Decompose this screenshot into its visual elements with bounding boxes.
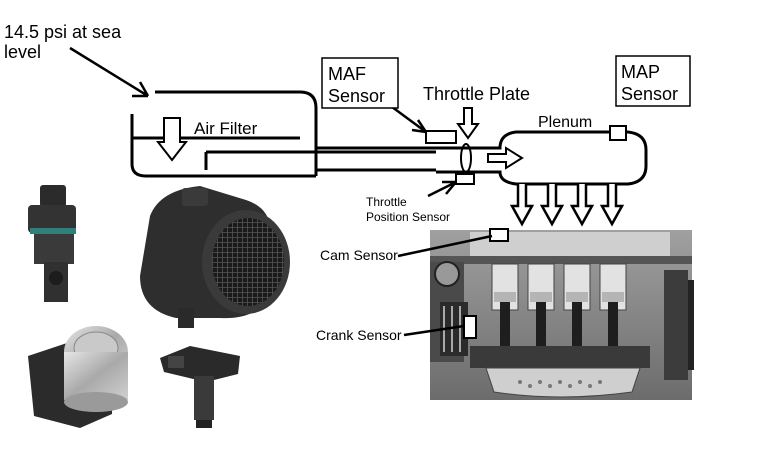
atmosphere-label-line2: level [4,42,41,62]
cam-sensor-label: Cam Sensor [320,247,398,263]
intake-diagram [130,90,648,186]
crank-sensor-box [463,315,477,339]
throttle-plate-label: Throttle Plate [423,84,530,104]
down-arrow-icon [155,117,189,162]
map-label-line1: MAP [621,62,660,82]
air-filter-label: Air Filter [194,119,258,138]
inflow-arrow-icon [69,46,150,98]
cam-sensor-box [489,228,509,242]
down-arrow-icon [509,184,625,227]
maf-label-line1: MAF [328,64,366,84]
plenum-label: Plenum [538,114,592,131]
maf-sensor-photo [28,326,128,428]
crank-pointer [403,324,465,337]
map-label-frame [615,55,691,107]
throttle-plate [460,143,472,173]
engine-cutaway-illustration [430,230,694,400]
maf-sensor-photo [28,185,76,302]
tps-box [455,173,475,185]
down-arrow-icon [487,146,524,170]
down-arrow-icon [456,107,480,140]
maf-sensor-photo [140,186,290,328]
map-sensor-box [609,125,627,141]
maf-label-line2: Sensor [328,86,385,106]
maf-sensor-box [425,130,457,144]
tps-label-line1: Throttle [366,195,407,209]
tps-pointer [427,180,457,198]
map-label-line2: Sensor [621,84,678,104]
atmosphere-label-line1: 14.5 psi at sea [4,22,122,42]
cam-pointer [397,234,493,258]
maf-sensor-photo [160,346,240,428]
crank-sensor-label: Crank Sensor [316,327,402,343]
tps-label-line2: Position Sensor [366,210,450,224]
maf-label-frame [321,57,399,109]
